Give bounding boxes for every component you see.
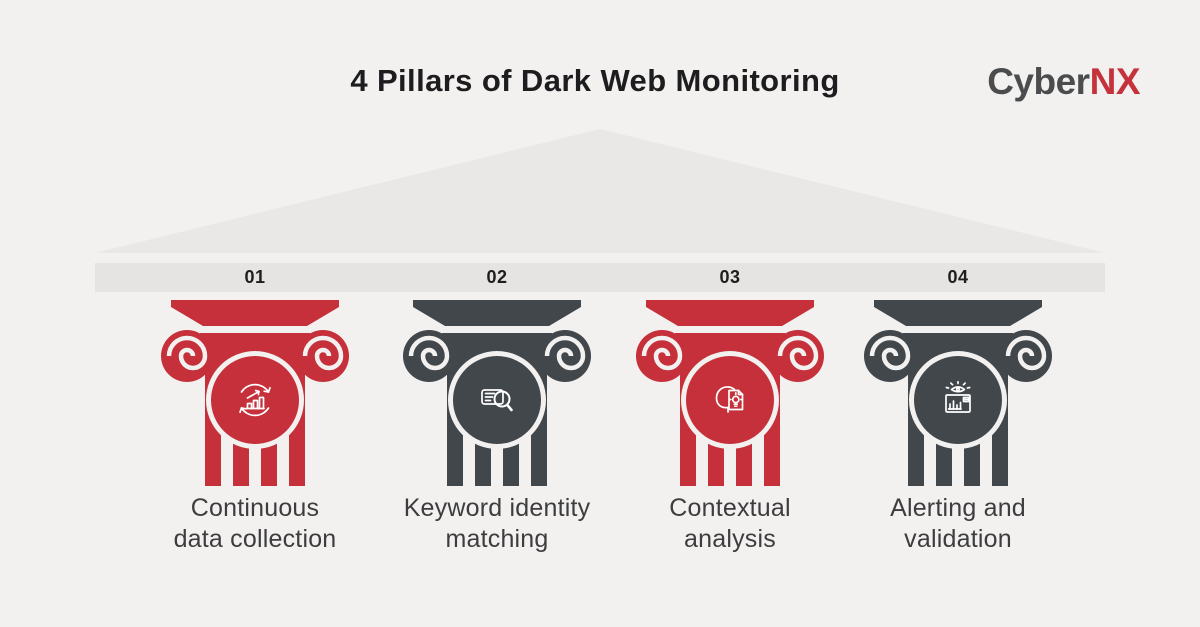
cybernx-logo: CyberNX bbox=[987, 61, 1140, 103]
pillar-04-label-line1: Alerting and bbox=[890, 494, 1026, 522]
alerting-validation-icon bbox=[945, 380, 971, 413]
ionic-column-graphic bbox=[864, 300, 1052, 486]
pillar-01-number: 01 bbox=[244, 267, 266, 287]
pillar-02-label: Keyword identity matching bbox=[367, 493, 627, 555]
pillar-03-label-line2: analysis bbox=[684, 525, 776, 553]
pillar-03: 03 Contextual analysi bbox=[630, 263, 830, 573]
keyword-identity-matching-icon bbox=[481, 389, 513, 412]
pillar-01-label-line1: Continuous bbox=[190, 494, 320, 522]
pillar-01-label: Continuous data collection bbox=[125, 493, 385, 555]
pillar-04: 04 Alerti bbox=[858, 263, 1058, 573]
ionic-column-graphic bbox=[161, 300, 349, 486]
pillar-01-label-line2: data collection bbox=[173, 525, 337, 553]
pillar-02: 02 Keyword identity matching bbox=[397, 263, 597, 573]
pediment-roof bbox=[95, 129, 1105, 253]
contextual-analysis-icon bbox=[715, 386, 744, 413]
pillar-03-label: Contextual analysis bbox=[600, 493, 860, 555]
pillar-02-label-line1: Keyword identity bbox=[403, 494, 591, 522]
ionic-column-graphic bbox=[636, 300, 824, 486]
entablature-bar bbox=[95, 263, 1105, 292]
page-title: 4 Pillars of Dark Web Monitoring bbox=[350, 63, 840, 98]
logo-text-red: NX bbox=[1089, 61, 1141, 102]
continuous-data-collection-icon bbox=[239, 383, 271, 417]
pillar-04-number: 04 bbox=[947, 267, 969, 287]
pillar-01: 01 Continuous bbox=[155, 263, 355, 573]
pillar-04-label-line2: validation bbox=[904, 525, 1012, 553]
pillar-03-label-line1: Contextual bbox=[669, 494, 791, 522]
ionic-column-graphic bbox=[403, 300, 591, 486]
pillar-04-label: Alerting and validation bbox=[828, 493, 1088, 555]
logo-text-gray: Cyber bbox=[987, 61, 1090, 102]
pillar-02-number: 02 bbox=[486, 267, 508, 287]
pillar-03-number: 03 bbox=[719, 267, 741, 287]
pillar-02-label-line2: matching bbox=[445, 525, 549, 553]
